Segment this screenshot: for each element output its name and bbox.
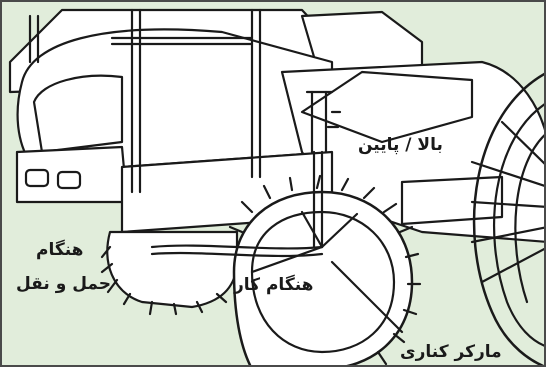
headlight-right (58, 172, 80, 188)
headlight-left (26, 170, 48, 186)
hood-grille (34, 76, 122, 152)
label-working: هنگام کار (234, 275, 313, 296)
label-side-marker: مارکر کناری (400, 342, 502, 363)
label-up-down: بالا / پایین (358, 135, 443, 156)
label-transport-line1: هنگام (36, 240, 83, 261)
label-transport-line2: حمل و نقل (16, 274, 111, 295)
step (402, 177, 502, 224)
front-wheel-transport (102, 232, 237, 314)
